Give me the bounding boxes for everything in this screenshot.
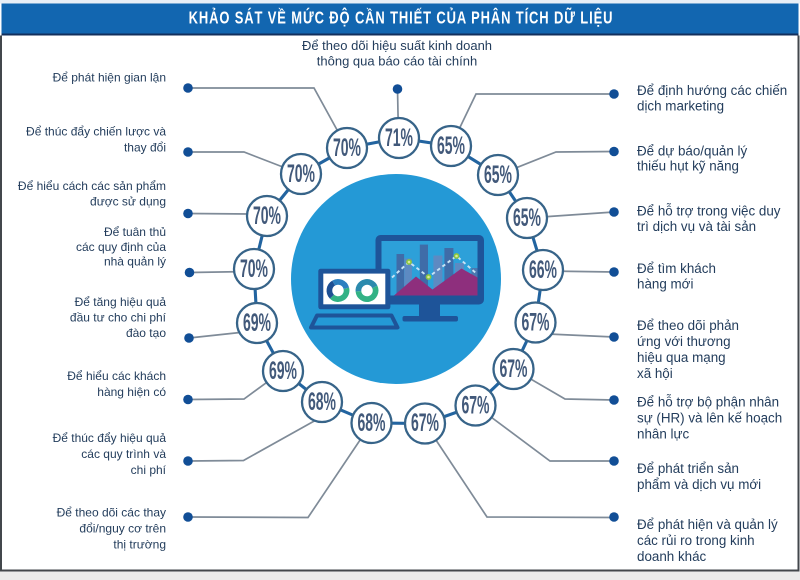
svg-text:67%: 67% <box>411 410 439 437</box>
svg-text:70%: 70% <box>287 161 315 188</box>
svg-text:nhà quản lý: nhà quản lý <box>104 255 166 269</box>
svg-text:đầu tư cho chi phí: đầu tư cho chi phí <box>70 311 167 325</box>
svg-text:69%: 69% <box>269 358 297 385</box>
svg-text:71%: 71% <box>385 125 413 152</box>
svg-text:Để hiểu các khách: Để hiểu các khách <box>67 369 166 383</box>
svg-text:70%: 70% <box>240 256 268 283</box>
svg-text:Để phát triển sản: Để phát triển sản <box>637 461 739 476</box>
svg-text:doanh khác: doanh khác <box>637 549 707 564</box>
svg-text:Để theo dõi hiệu suất kinh doa: Để theo dõi hiệu suất kinh doanh <box>302 38 492 53</box>
svg-text:Để dự báo/quản lý: Để dự báo/quản lý <box>637 144 748 159</box>
svg-text:Để hỗ trợ trong việc duy: Để hỗ trợ trong việc duy <box>637 204 781 219</box>
svg-text:các rủi ro trong kinh: các rủi ro trong kinh <box>637 533 755 548</box>
svg-text:trì dịch vụ và tài sản: trì dịch vụ và tài sản <box>637 219 756 234</box>
svg-text:thay đổi: thay đổi <box>124 141 166 155</box>
svg-text:65%: 65% <box>437 133 465 160</box>
svg-text:Để phát hiện gian lận: Để phát hiện gian lận <box>53 71 166 85</box>
svg-text:chi phí: chi phí <box>131 463 167 477</box>
svg-text:thiếu hụt kỹ năng: thiếu hụt kỹ năng <box>637 159 739 174</box>
svg-text:thị trường: thị trường <box>113 538 166 552</box>
svg-text:Để phát hiện và quản lý: Để phát hiện và quản lý <box>637 517 778 532</box>
svg-text:dịch marketing: dịch marketing <box>637 99 724 114</box>
svg-text:đào tạo: đào tạo <box>126 326 166 340</box>
svg-text:hàng hiện có: hàng hiện có <box>97 385 166 399</box>
svg-text:các quy định của: các quy định của <box>76 240 166 254</box>
svg-text:67%: 67% <box>461 392 489 419</box>
svg-text:65%: 65% <box>513 205 541 232</box>
svg-text:69%: 69% <box>243 310 271 337</box>
svg-text:68%: 68% <box>357 410 385 437</box>
svg-text:70%: 70% <box>333 135 361 162</box>
svg-text:Để tìm khách: Để tìm khách <box>637 261 716 276</box>
svg-text:67%: 67% <box>521 309 549 336</box>
svg-text:hàng mới: hàng mới <box>637 277 693 292</box>
svg-text:sự (HR) và lên kế hoạch: sự (HR) và lên kế hoạch <box>637 411 782 426</box>
svg-text:Để theo dõi phản: Để theo dõi phản <box>637 318 739 333</box>
svg-text:Để thúc đẩy chiến lược và: Để thúc đẩy chiến lược và <box>26 125 166 139</box>
svg-text:nhân lực: nhân lực <box>637 427 689 442</box>
svg-text:được sử dụng: được sử dụng <box>90 195 166 209</box>
svg-text:68%: 68% <box>308 389 336 416</box>
svg-text:67%: 67% <box>499 356 527 383</box>
svg-text:65%: 65% <box>484 162 512 189</box>
svg-text:70%: 70% <box>253 203 281 230</box>
svg-text:KHẢO SÁT VỀ MỨC ĐỘ CẦN THIẾT C: KHẢO SÁT VỀ MỨC ĐỘ CẦN THIẾT CỦA PHÂN TÍ… <box>189 8 614 28</box>
svg-text:Để định hướng các chiến: Để định hướng các chiến <box>637 83 787 98</box>
svg-text:ứng với thương: ứng với thương <box>637 334 731 349</box>
svg-text:66%: 66% <box>529 257 557 284</box>
svg-text:Để theo dõi các thay: Để theo dõi các thay <box>57 506 166 520</box>
svg-text:Để tăng hiệu quả: Để tăng hiệu quả <box>75 295 167 309</box>
svg-text:thông qua báo cáo tài chính: thông qua báo cáo tài chính <box>317 54 477 69</box>
svg-text:các quy trình và: các quy trình và <box>81 447 166 461</box>
svg-text:Để hiểu cách các sản phẩm: Để hiểu cách các sản phẩm <box>18 179 166 193</box>
svg-text:Để hỗ trợ bộ phận nhân: Để hỗ trợ bộ phận nhân <box>637 395 779 410</box>
svg-text:xã hội: xã hội <box>637 366 673 381</box>
svg-text:đổi/nguy cơ trên: đổi/nguy cơ trên <box>79 522 166 536</box>
svg-text:hiệu qua mạng: hiệu qua mạng <box>637 350 726 365</box>
svg-text:Để thúc đẩy hiệu quả: Để thúc đẩy hiệu quả <box>53 431 167 445</box>
svg-text:phẩm và dịch vụ mới: phẩm và dịch vụ mới <box>637 477 761 492</box>
svg-text:Để tuân thủ: Để tuân thủ <box>104 225 166 239</box>
